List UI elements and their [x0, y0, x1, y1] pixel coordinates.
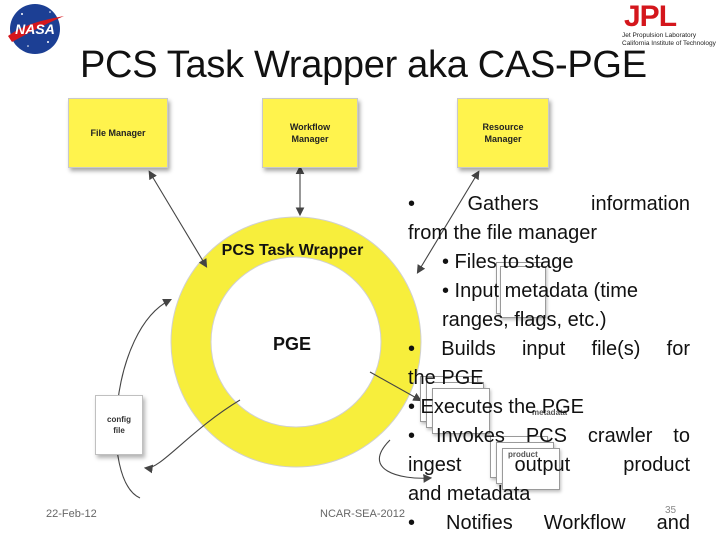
arrow-file-manager: [148, 170, 208, 268]
config-file-label-2: file: [113, 426, 125, 435]
sub-bullet-line: • Files to stage: [442, 251, 574, 273]
staged-doc: [500, 266, 546, 318]
resource-manager-label-2: Manager: [484, 134, 522, 144]
jpl-logo: JPL Jet Propulsion Laboratory California…: [620, 2, 718, 48]
bullet-line: • Builds input file(s) for: [408, 338, 690, 360]
product-doc: [502, 448, 560, 490]
resource-manager-box: Resource Manager: [457, 98, 549, 168]
footer-date: 22-Feb-12: [46, 508, 97, 520]
pge-label: PGE: [272, 334, 311, 354]
jpl-logo-line1: Jet Propulsion Laboratory: [622, 32, 697, 39]
arrow-pge-to-output: [369, 371, 422, 402]
workflow-manager-box: Workflow Manager: [262, 98, 358, 168]
nasa-logo-text: NASA: [15, 21, 55, 37]
slide-title: PCS Task Wrapper aka CAS-PGE: [80, 44, 647, 86]
metadata-doc: [432, 388, 490, 434]
config-file-label-1: config: [107, 415, 131, 424]
bullet-line: ingest output product: [408, 454, 690, 476]
pge-inner-circle: [210, 256, 382, 428]
bullet-list: • Gathers information from the file mana…: [408, 190, 690, 538]
arrow-resource-manager: [416, 170, 480, 274]
bullet-line: • Notifies Workflow and: [408, 512, 690, 534]
resource-manager-label-1: Resource: [482, 122, 524, 132]
bullet-line: the PGE: [408, 367, 484, 389]
product-doc-label: product: [508, 450, 538, 459]
bullet-line: from the file manager: [408, 222, 597, 244]
workflow-manager-label-2: Manager: [291, 134, 329, 144]
sub-bullet-line: • Input metadata (time: [442, 280, 638, 302]
jpl-logo-line2: California Institute of Technology: [622, 40, 716, 47]
page-number: 35: [665, 505, 677, 516]
metadata-doc-label: metadata: [532, 408, 568, 417]
bullet-line: and metadata: [408, 483, 531, 505]
arrow-pge-to-config: [143, 399, 241, 474]
config-file-doc: config file: [95, 395, 143, 455]
arrow-output-loop: [378, 439, 433, 483]
task-wrapper-label: PCS Task Wrapper: [221, 242, 364, 259]
bullet-line: • Executes the PGE: [408, 396, 584, 418]
sub-bullet-line: ranges, flags, etc.): [442, 309, 607, 331]
jpl-logo-mark: JPL: [624, 0, 677, 33]
nasa-logo: NASA: [8, 4, 64, 54]
bullet-line: • Invokes PCS crawler to: [408, 425, 690, 447]
bullet-line: • Gathers information: [408, 193, 690, 215]
footer-event: NCAR-SEA-2012: [320, 508, 405, 520]
file-manager-label: File Manager: [90, 128, 146, 138]
workflow-manager-label-1: Workflow: [289, 122, 331, 132]
file-manager-box: File Manager: [68, 98, 168, 168]
